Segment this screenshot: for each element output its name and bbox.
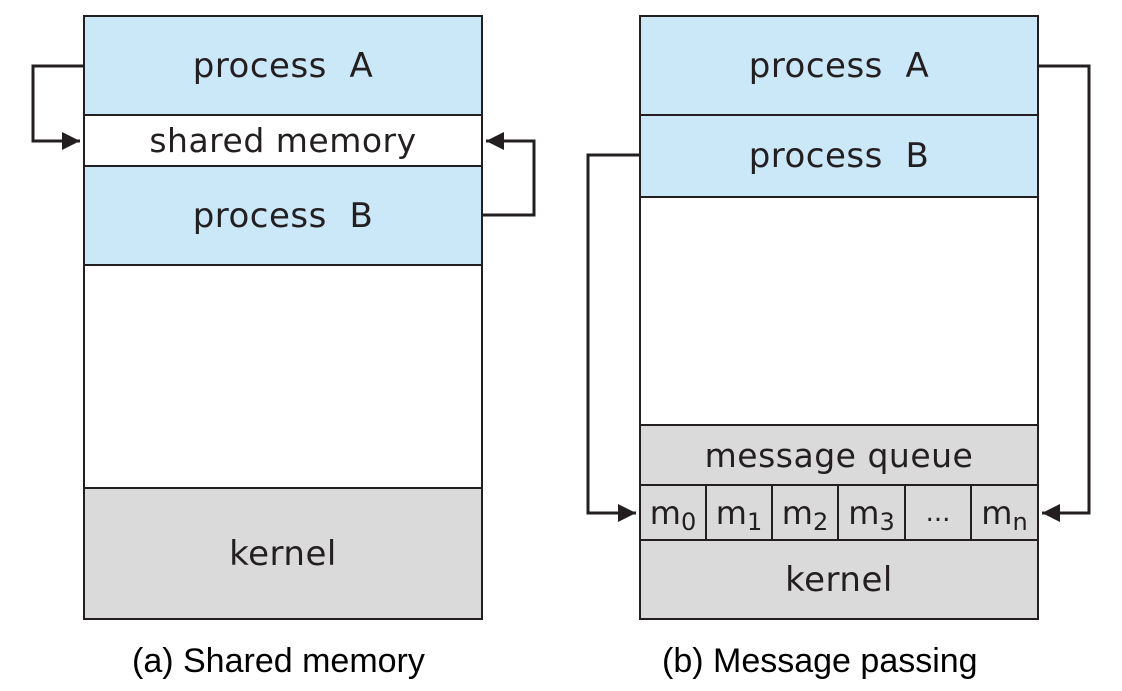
process-b-region: process B <box>640 115 1038 197</box>
message-cell: mn <box>971 485 1038 540</box>
process-b-region: process B <box>84 166 482 265</box>
arrow-process-b-to-queue-head <box>586 153 640 522</box>
message-cell: m0 <box>640 485 706 540</box>
message-cell-ellipsis: ... <box>905 485 971 540</box>
message-queue-label: message queue <box>704 435 974 475</box>
process-a-region: process A <box>84 16 482 115</box>
arrow-process-a-to-shared-memory <box>31 64 84 150</box>
divider <box>84 487 482 489</box>
cell-divider <box>970 485 972 540</box>
message-cell: m1 <box>706 485 772 540</box>
shared-memory-region: shared memory <box>84 115 482 166</box>
kernel-region: kernel <box>84 488 482 619</box>
caption-shared-memory: (a) Shared memory <box>132 642 425 680</box>
arrow-process-b-to-shared-memory <box>482 132 536 217</box>
cell-divider <box>771 485 773 540</box>
cell-divider <box>705 485 707 540</box>
message-cell: m3 <box>838 485 905 540</box>
message-cell: m2 <box>772 485 838 540</box>
divider <box>640 484 1038 486</box>
ellipsis-label: ... <box>925 497 951 528</box>
cell-divider <box>837 485 839 540</box>
arrow-process-a-to-queue-tail <box>1038 64 1091 522</box>
divider <box>640 424 1038 426</box>
process-b-label: process B <box>192 195 374 236</box>
divider <box>84 264 482 266</box>
process-a-region: process A <box>640 16 1038 115</box>
message-label: m2 <box>781 493 829 536</box>
kernel-label: kernel <box>785 559 893 600</box>
divider <box>640 196 1038 198</box>
divider <box>84 165 482 167</box>
kernel-label: kernel <box>229 533 337 574</box>
message-queue-region: message queue <box>640 425 1038 485</box>
divider <box>640 114 1038 116</box>
process-a-label: process A <box>192 45 374 86</box>
message-label: mn <box>981 493 1028 536</box>
message-label: m1 <box>715 493 763 536</box>
message-label: m0 <box>649 493 697 536</box>
divider <box>640 539 1038 541</box>
divider <box>84 114 482 116</box>
process-b-label: process B <box>748 136 930 176</box>
free-region <box>640 197 1038 425</box>
kernel-region: kernel <box>640 540 1038 619</box>
free-region <box>84 265 482 488</box>
message-label: m3 <box>848 493 895 536</box>
shared-memory-label: shared memory <box>149 121 417 160</box>
process-a-label: process A <box>748 45 930 86</box>
cell-divider <box>904 485 906 540</box>
caption-message-passing: (b) Message passing <box>662 642 978 680</box>
